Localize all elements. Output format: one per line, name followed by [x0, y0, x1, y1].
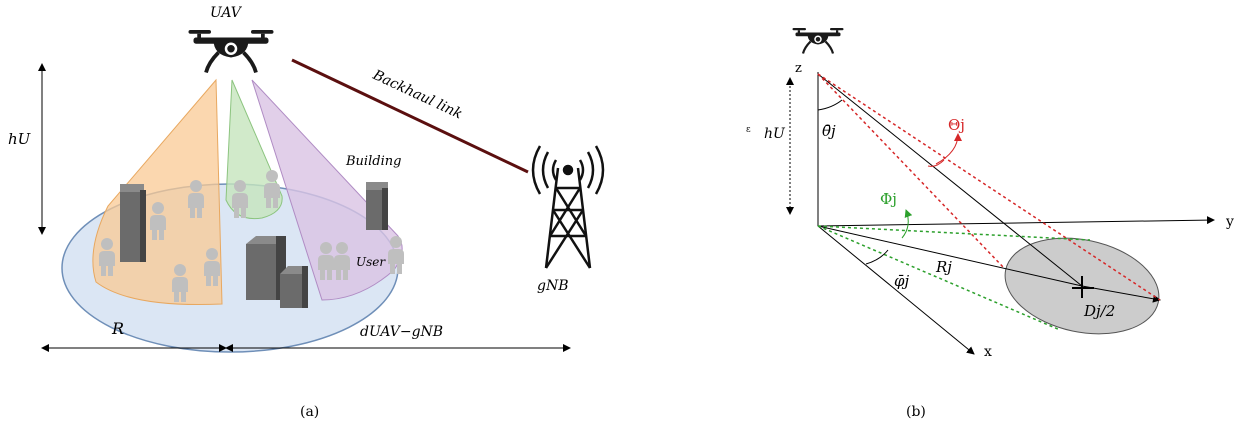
z-axis-label: z — [795, 61, 802, 76]
building-label: Building — [345, 154, 401, 169]
y-axis — [817, 216, 1215, 227]
theta-bar-arc — [817, 99, 843, 111]
phi-cone-line-1 — [817, 225, 1091, 241]
uav-label: UAV — [210, 5, 243, 21]
stray-mark: ε — [746, 125, 751, 135]
gnb-label: gNB — [537, 278, 569, 294]
theta-cone-line-2 — [817, 73, 1161, 301]
phi-bar-label: φ̄j — [894, 272, 910, 290]
theta-bar-label: θ̄j — [822, 122, 836, 140]
R-line — [817, 225, 1083, 287]
building-cluster-center — [246, 236, 308, 308]
theta-pointer — [935, 133, 962, 165]
height-label: hU — [8, 130, 32, 148]
half-diameter-arrow — [1081, 285, 1161, 303]
center-cross-icon — [1072, 276, 1094, 298]
distance-label: dUAV−gNB — [360, 324, 443, 340]
phi-bar-arc — [865, 249, 889, 265]
user-label: User — [356, 255, 386, 269]
x-axis — [817, 225, 975, 355]
y-axis-label: y — [1225, 214, 1234, 230]
uav-icon — [186, 28, 276, 75]
building-tall-left — [120, 184, 146, 262]
panel-b: z y x hU ε Θj Φj θ̄j φ̄j Rj — [746, 26, 1234, 420]
panel-a: UAV Backhaul link Building User gNB hU R… — [8, 5, 605, 420]
building-right — [366, 182, 388, 230]
R-label: Rj — [935, 258, 952, 276]
theta-arc — [927, 159, 945, 167]
x-axis-label: x — [984, 344, 992, 360]
Theta-label: Θj — [948, 116, 965, 134]
uav-icon-small — [791, 26, 845, 55]
gnb-tower-icon — [531, 145, 605, 269]
backhaul-label: Backhaul link — [369, 67, 464, 123]
height-label-b: hU — [764, 126, 786, 142]
D-label: Dj/2 — [1083, 302, 1115, 320]
caption-b: (b) — [906, 404, 926, 420]
phi-cone-line-2 — [817, 225, 1061, 331]
uav-to-center-line — [817, 73, 1083, 287]
theta-cone-line-1 — [817, 73, 1005, 269]
Phi-label: Φj — [880, 190, 897, 208]
phi-pointer — [901, 209, 913, 239]
caption-a: (a) — [300, 404, 319, 420]
backhaul-link — [291, 58, 529, 174]
radius-label: R — [111, 319, 124, 338]
